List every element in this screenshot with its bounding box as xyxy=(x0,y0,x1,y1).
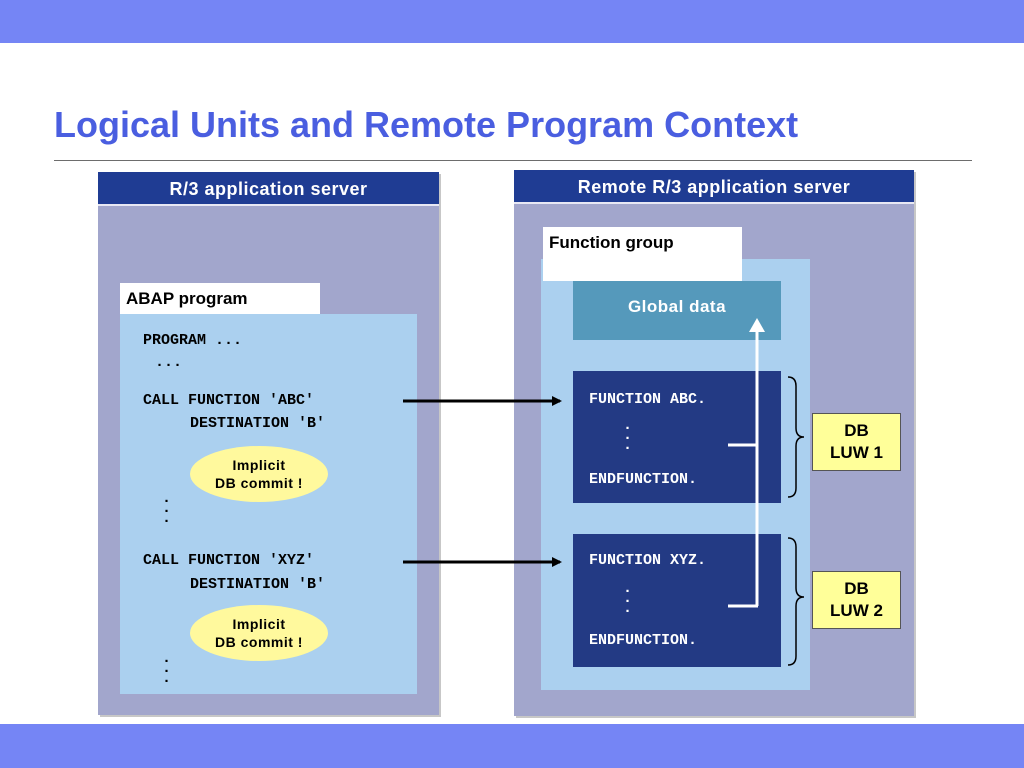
commit-2-line2: DB commit ! xyxy=(215,634,303,650)
function-xyz-start: FUNCTION XYZ. xyxy=(589,552,707,569)
luw-2-line2: LUW 2 xyxy=(830,601,883,620)
luw-2-line1: DB xyxy=(844,579,869,598)
luw-2-brace xyxy=(787,537,805,666)
luw-1-line1: DB xyxy=(844,421,869,440)
left-server-header: R/3 application server xyxy=(98,172,439,206)
function-xyz-end: ENDFUNCTION. xyxy=(589,632,698,649)
code-vertical-dots-1: . . . xyxy=(162,490,172,527)
luw-1-brace xyxy=(787,376,805,498)
page-title: Logical Units and Remote Program Context xyxy=(54,104,799,145)
function-xyz-dots: . . . xyxy=(623,580,633,617)
global-data-box: Global data xyxy=(573,281,781,340)
db-luw-1-box: DB LUW 1 xyxy=(812,413,901,471)
implicit-commit-1: Implicit DB commit ! xyxy=(190,446,328,502)
code-program-line: PROGRAM ... xyxy=(143,332,243,349)
abap-program-label: ABAP program xyxy=(120,283,320,314)
commit-1-line1: Implicit xyxy=(232,457,286,473)
code-destination-2: DESTINATION 'B' xyxy=(190,576,326,593)
function-abc-end: ENDFUNCTION. xyxy=(589,471,698,488)
code-ellipsis-line: ... xyxy=(155,354,183,371)
commit-1-line2: DB commit ! xyxy=(215,475,303,491)
function-abc-box: FUNCTION ABC. . . . ENDFUNCTION. xyxy=(573,371,781,503)
title-divider xyxy=(54,160,972,161)
db-luw-2-box: DB LUW 2 xyxy=(812,571,901,629)
code-call-xyz: CALL FUNCTION 'XYZ' xyxy=(143,552,315,569)
code-call-abc: CALL FUNCTION 'ABC' xyxy=(143,392,315,409)
global-data-access-lines xyxy=(728,318,765,608)
function-abc-dots: . . . xyxy=(623,417,633,454)
bottom-band xyxy=(0,724,1024,768)
top-band xyxy=(0,0,1024,43)
right-server-header: Remote R/3 application server xyxy=(514,170,914,204)
code-destination-1: DESTINATION 'B' xyxy=(190,415,326,432)
code-vertical-dots-2: . . . xyxy=(162,650,172,687)
luw-1-line2: LUW 1 xyxy=(830,443,883,462)
function-abc-start: FUNCTION ABC. xyxy=(589,391,707,408)
implicit-commit-2: Implicit DB commit ! xyxy=(190,605,328,661)
function-xyz-box: FUNCTION XYZ. . . . ENDFUNCTION. xyxy=(573,534,781,667)
function-group-label: Function group xyxy=(543,227,742,281)
commit-2-line1: Implicit xyxy=(232,616,286,632)
